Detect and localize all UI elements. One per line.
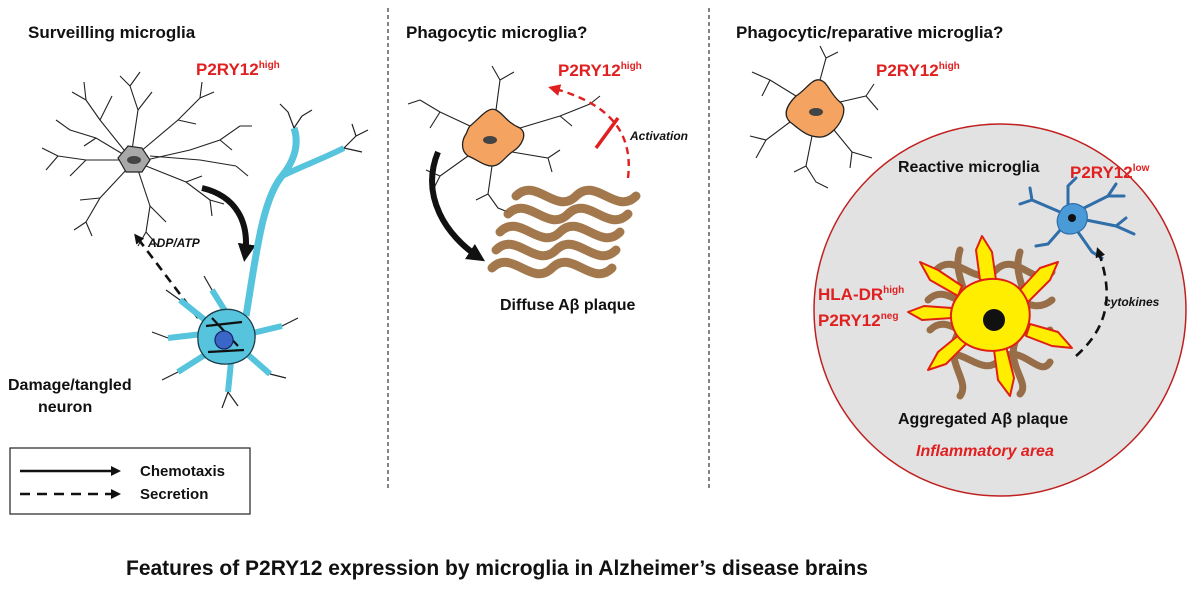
neuron-label-line2: neuron: [38, 399, 92, 416]
legend-box: [9, 447, 251, 515]
surveilling-microglia-nucleus: [127, 156, 141, 164]
inflammatory-area-label: Inflammatory area: [916, 443, 1054, 460]
cytokines-label: cytokines: [1104, 295, 1160, 309]
panel-middle: Phagocytic microglia? P2RY12high Activat…: [406, 23, 688, 314]
reactive-microglia-label: Reactive microglia: [898, 159, 1040, 176]
hla-dr-label: HLA-DRhigh: [818, 285, 904, 304]
legend-chemotaxis-label: Chemotaxis: [140, 463, 225, 480]
p2ry12-low-label: P2RY12low: [1070, 163, 1150, 182]
phagocytic-microglia-nucleus: [483, 136, 497, 144]
yellow-microglia-nucleus: [983, 309, 1005, 331]
p2ry12-neg-label: P2RY12neg: [818, 311, 898, 330]
cytokines-arrow: [1075, 247, 1108, 357]
phagocytic-microglia: [407, 65, 601, 213]
panel-right: Phagocytic/reparative microglia? P2RY12h…: [736, 23, 1187, 497]
panel-middle-title: Phagocytic microglia?: [406, 23, 587, 42]
adp-atp-label: ADP/ATP: [147, 236, 201, 250]
neuron-label-line1: Damage/tangled: [8, 377, 132, 394]
legend: Chemotaxis Secretion: [9, 447, 251, 515]
reparative-microglia: [749, 45, 879, 189]
panel-right-title: Phagocytic/reparative microglia?: [736, 23, 1003, 42]
surveilling-microglia: [41, 71, 252, 247]
left-p2ry12-label: P2RY12high: [196, 60, 280, 79]
activation-block-bar: [594, 116, 620, 150]
panel-left-title: Surveilling microglia: [28, 23, 196, 42]
blue-microglia-nucleus: [1068, 214, 1076, 222]
activation-label: Activation: [629, 129, 688, 143]
diffuse-abeta-plaque: [487, 185, 641, 279]
activation-arrow: [548, 84, 630, 179]
middle-p2ry12-label: P2RY12high: [558, 61, 642, 80]
reparative-microglia-nucleus: [809, 108, 823, 116]
diffuse-plaque-label: Diffuse Aβ plaque: [500, 297, 636, 314]
chemotaxis-arrow-left: [201, 185, 256, 262]
legend-secretion-label: Secretion: [140, 486, 208, 503]
panel-left: Surveilling microglia P2RY12high ADP/ATP: [8, 23, 369, 515]
chemotaxis-arrow-middle: [429, 150, 486, 262]
figure-caption: Features of P2RY12 expression by microgl…: [126, 557, 868, 580]
tangled-neuron: [151, 103, 369, 409]
aggregated-plaque-label: Aggregated Aβ plaque: [898, 411, 1068, 428]
right-p2ry12-label: P2RY12high: [876, 61, 960, 80]
